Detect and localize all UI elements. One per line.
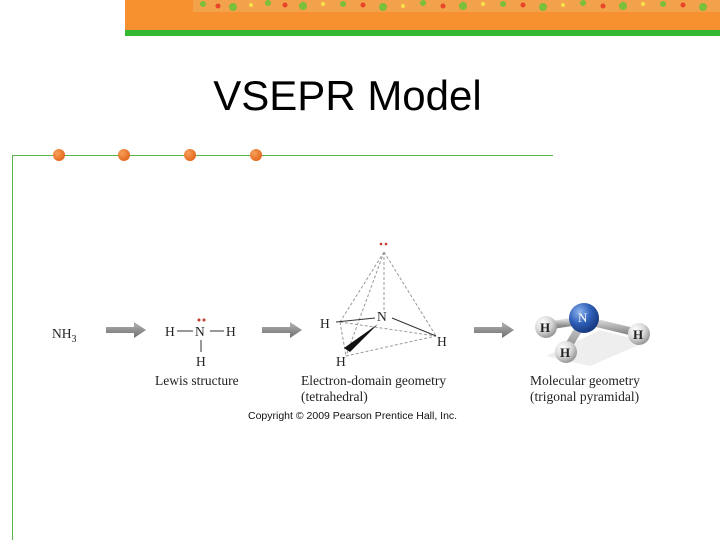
lewis-atom-n: N — [195, 324, 205, 339]
lewis-caption: Lewis structure — [155, 373, 239, 388]
molecular-geometry-model: N H H H Molecular geometry (trigonal pyr… — [530, 303, 650, 404]
molecule-formula-subscript: 3 — [72, 334, 77, 345]
slide-title: VSEPR Model — [213, 72, 482, 119]
lewis-atom-h-right: H — [226, 324, 236, 339]
banner-green-line — [125, 30, 720, 36]
horizontal-rule — [12, 155, 553, 156]
nitrogen-atom-sphere — [569, 303, 599, 333]
lone-pair-dot — [379, 242, 383, 246]
reaction-arrow-icon — [106, 322, 146, 338]
lone-pair-dot — [384, 242, 388, 246]
molecule-formula: NH3 — [52, 326, 77, 345]
hydrogen-atom-sphere — [535, 316, 557, 338]
bullet-dot — [250, 149, 262, 161]
electron-domain-geometry: N H H H Electron-domain geometry (tetrah… — [301, 242, 447, 404]
molecular-atom-n: N — [578, 310, 588, 325]
floral-pattern-decoration — [193, 0, 720, 12]
molecular-atom-h-left: H — [540, 320, 550, 335]
tetrahedral-atom-n: N — [377, 309, 387, 324]
tetrahedral-atom-h-front: H — [336, 354, 346, 369]
copyright-notice: Copyright © 2009 Pearson Prentice Hall, … — [248, 410, 458, 422]
bullet-dot — [184, 149, 196, 161]
lone-pair-dot — [202, 318, 206, 322]
tetrahedral-atom-h-right: H — [437, 334, 447, 349]
electron-domain-caption-line2: (tetrahedral) — [301, 389, 368, 404]
lewis-atom-h-bottom: H — [196, 354, 206, 369]
vertical-rule — [12, 155, 13, 540]
vsepr-figure: NH3 H N H H Lewis structure N — [52, 242, 650, 404]
reaction-arrow-icon — [474, 322, 514, 338]
molecular-geometry-caption-line2: (trigonal pyramidal) — [530, 389, 639, 404]
molecular-atom-h-bottom: H — [560, 345, 570, 360]
lewis-atom-h-left: H — [165, 324, 175, 339]
tetrahedral-atom-h-left: H — [320, 316, 330, 331]
molecular-atom-h-right: H — [633, 327, 643, 342]
molecular-geometry-caption-line1: Molecular geometry — [530, 373, 640, 388]
lewis-structure: H N H H Lewis structure — [155, 318, 239, 388]
electron-domain-caption-line1: Electron-domain geometry — [301, 373, 446, 388]
lone-pair-dot — [197, 318, 201, 322]
hydrogen-atom-sphere — [628, 323, 650, 345]
molecule-formula-text: NH — [52, 326, 72, 341]
bullet-dot — [53, 149, 65, 161]
hydrogen-atom-sphere — [555, 341, 577, 363]
reaction-arrow-icon — [262, 322, 302, 338]
top-banner — [125, 0, 720, 30]
bullet-dot — [118, 149, 130, 161]
